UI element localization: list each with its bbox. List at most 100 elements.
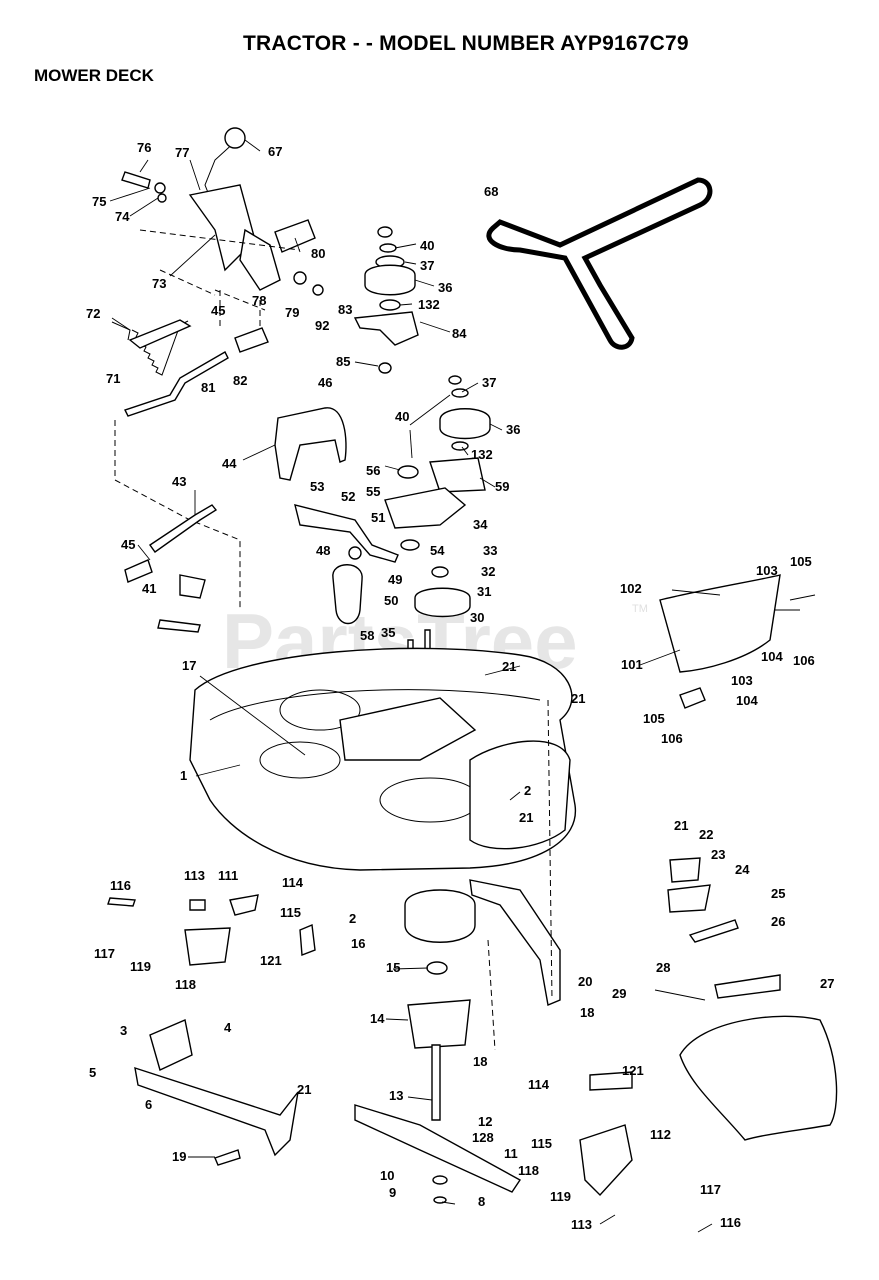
callout: 4 [224, 1020, 232, 1035]
callout: 20 [578, 974, 592, 989]
idler-arm-53 [294, 504, 399, 563]
lift-rod [124, 351, 229, 417]
bracket-112 [579, 1124, 633, 1197]
callout: 114 [282, 875, 304, 890]
callout: 76 [137, 140, 151, 155]
callout: 82 [233, 373, 247, 388]
callout: 41 [142, 581, 156, 596]
callout: 106 [793, 653, 815, 668]
callout: 117 [94, 946, 115, 961]
deck-bumper [469, 740, 571, 850]
callout: 43 [172, 474, 186, 489]
callout: 6 [145, 1097, 152, 1112]
watermark-tm: TM [632, 603, 648, 615]
callout: 21 [502, 659, 516, 674]
callout: 21 [674, 818, 688, 833]
callout: 112 [650, 1127, 671, 1142]
front-hanger-3 [149, 1019, 193, 1071]
callout: 74 [115, 209, 130, 224]
callout: 40 [395, 409, 409, 424]
callout: 49 [388, 572, 402, 587]
callout: 83 [338, 302, 352, 317]
leader-lines [109, 139, 721, 1233]
callout: 105 [790, 554, 812, 569]
callout: 2 [349, 911, 356, 926]
callout: 59 [495, 479, 509, 494]
callout: 10 [380, 1168, 394, 1183]
callout: 54 [430, 543, 445, 558]
callout: 21 [519, 810, 533, 825]
callout: 51 [371, 510, 385, 525]
pulley-bracket-59 [429, 457, 486, 493]
callout: 118 [175, 977, 196, 992]
callout: 5 [89, 1065, 96, 1080]
mulch-cover [679, 1015, 838, 1141]
idler-pulley [364, 264, 416, 296]
callout: 2 [524, 783, 531, 798]
lift-handle-knob [224, 127, 246, 149]
callout: 52 [341, 489, 355, 504]
callout: 101 [621, 657, 643, 672]
callout: 113 [571, 1217, 592, 1232]
callout: 29 [612, 986, 626, 1001]
callout: 72 [86, 306, 100, 321]
callout: 46 [318, 375, 332, 390]
callout-labels: 76 77 67 75 74 73 78 79 80 92 72 45 71 8… [86, 140, 834, 1232]
callout: 85 [336, 354, 350, 369]
page-title: TRACTOR - - MODEL NUMBER AYP9167C79 [243, 32, 689, 55]
callout: 80 [311, 246, 325, 261]
drive-belt [486, 177, 713, 350]
callout: 104 [736, 693, 758, 708]
callout: 92 [315, 318, 329, 333]
pedal [274, 219, 316, 253]
callout: 71 [106, 371, 120, 386]
section-title: MOWER DECK [34, 66, 154, 85]
pulley-36 [439, 408, 491, 440]
callout: 53 [310, 479, 324, 494]
callout: 35 [381, 625, 395, 640]
callout: 17 [182, 658, 196, 673]
callout: 26 [771, 914, 785, 929]
callout: 106 [661, 731, 683, 746]
callout: 21 [571, 691, 585, 706]
callout: 105 [643, 711, 665, 726]
spindle-pulley [404, 889, 476, 943]
callout: 32 [481, 564, 495, 579]
lift-handle-bracket [188, 184, 256, 272]
callout: 111 [218, 868, 238, 883]
callout: 119 [130, 959, 151, 974]
callout: 15 [386, 960, 400, 975]
callout: 121 [260, 953, 282, 968]
callout: 79 [285, 305, 299, 320]
callout: 48 [316, 543, 330, 558]
callout: 31 [477, 584, 491, 599]
callout: 37 [482, 375, 496, 390]
callout: 21 [297, 1082, 311, 1097]
callout: 37 [420, 258, 434, 273]
idler-arm [353, 311, 419, 346]
callout: 104 [761, 649, 783, 664]
callout: 23 [711, 847, 725, 862]
callout: 78 [252, 293, 266, 308]
callout: 40 [420, 238, 434, 253]
callout: 34 [473, 517, 488, 532]
lift-link-43 [149, 504, 218, 553]
spring-58 [332, 564, 363, 625]
callout: 56 [366, 463, 380, 478]
callout: 73 [152, 276, 166, 291]
callout: 18 [473, 1054, 487, 1069]
callout: 18 [580, 1005, 594, 1020]
pulley-32 [414, 587, 471, 618]
spindle-shaft [431, 1044, 441, 1121]
callout: 128 [472, 1130, 494, 1145]
callout: 132 [418, 297, 440, 312]
callout: 36 [438, 280, 452, 295]
callout: 13 [389, 1088, 403, 1103]
callout: 114 [528, 1077, 550, 1092]
callout: 84 [452, 326, 467, 341]
callout: 44 [222, 456, 237, 471]
callout: 119 [550, 1189, 571, 1204]
callout: 117 [700, 1182, 721, 1197]
callout: 81 [201, 380, 215, 395]
rear-bracket-20 [469, 879, 561, 1006]
